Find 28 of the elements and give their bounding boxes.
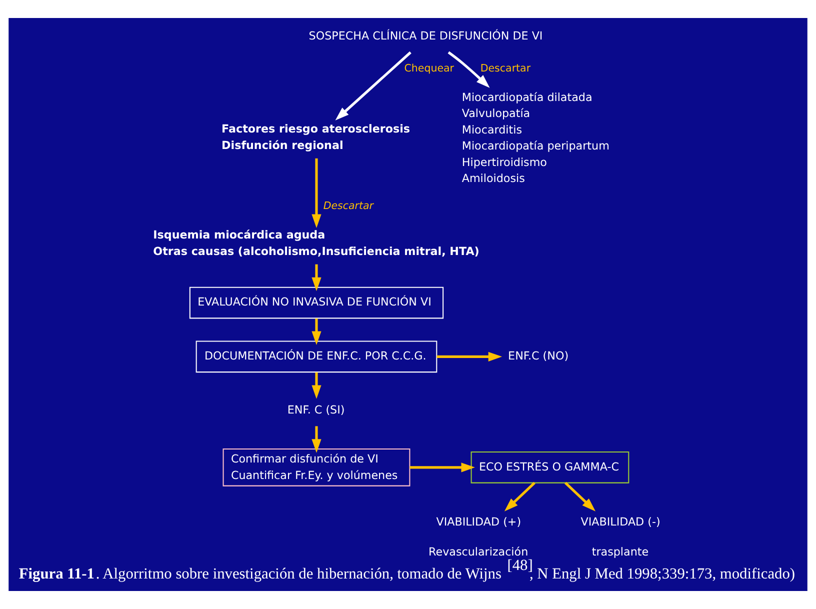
arrow [312,426,322,453]
node-text: ENF. C (SI) [287,403,345,416]
edge-label: Descartar [480,62,531,75]
arrow [312,318,322,346]
node-box: EVALUACIÓN NO INVASIVA DE FUNCIÓN VI [189,286,444,319]
arrow [312,372,322,399]
node-box: ECO ESTRÉS O GAMMA-C [470,452,630,484]
arrow [312,158,322,228]
arrow [436,352,502,362]
edge-label: Descartar [323,200,374,212]
arrow [312,264,322,292]
edge-label: Chequear [404,62,454,75]
node-text: ENF.C (NO) [508,350,569,363]
node-text: Miocardiopatía dilatada Valvulopatía Miocarditis Miocardiopatía peripartum Hipertiroidismo Amiloidosis [462,90,610,186]
arrow [335,51,412,120]
node-label: Revascularización [428,545,528,558]
node-box: DOCUMENTACIÓN DE ENF.C. POR C.C.G. [196,340,438,373]
node-text: SOSPECHA CLÍNICA DE DISFUNCIÓN DE VI [308,30,543,43]
node-text: Factores riesgo aterosclerosis Disfunción regional [222,122,410,152]
node-text: VIABILIDAD (+) [436,515,522,528]
arrow [448,51,490,88]
node-box: Confirmar disfunción de VI Cuantificar Fr.Ey. y volúmenes [222,448,410,486]
arrow [410,462,475,472]
node-label: trasplante [592,545,649,558]
arrow [564,482,596,512]
arrow [504,482,536,512]
node-text: VIABILIDAD (-) [580,515,660,528]
node-text: Isquemia miocárdica aguda Otras causas (alcoholismo,Insuficiencia mitral, HTA) [153,228,480,258]
